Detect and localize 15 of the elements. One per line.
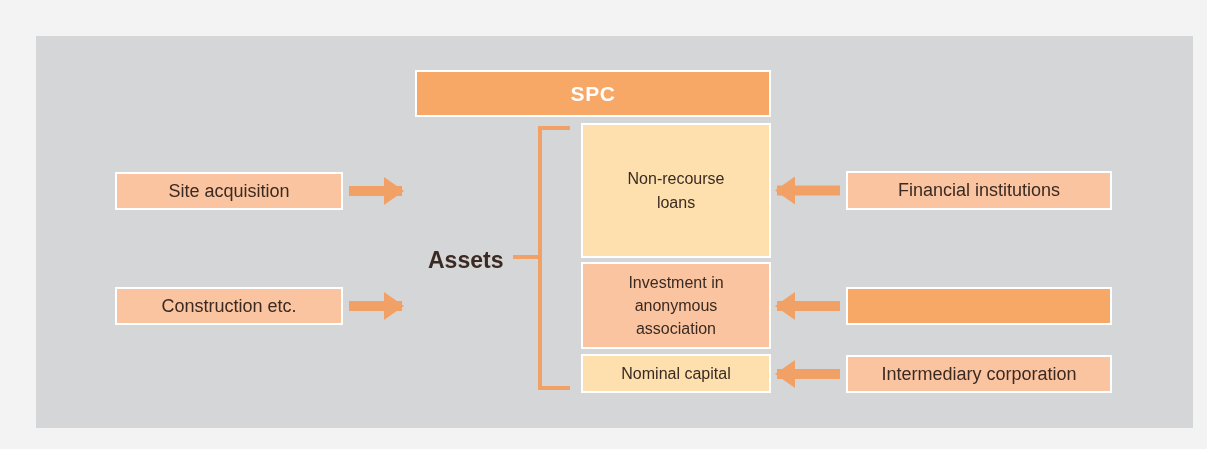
label-box: Intermediary corporation — [846, 355, 1112, 393]
arrow — [349, 177, 404, 205]
label-box: Nominal capital — [581, 354, 771, 393]
label-box: Site acquisition — [115, 172, 343, 210]
assets-label: Assets — [428, 246, 504, 275]
arrow — [775, 360, 840, 388]
arrow — [775, 176, 840, 205]
label-box — [846, 287, 1112, 325]
arrow — [775, 292, 840, 320]
label-box: Investment in anonymous association — [581, 262, 771, 349]
title-box: SPC — [415, 70, 771, 117]
label-box: Non-recourse loans — [581, 123, 771, 258]
label-box: Construction etc. — [115, 287, 343, 325]
arrow — [349, 292, 404, 320]
label-box: Financial institutions — [846, 171, 1112, 210]
